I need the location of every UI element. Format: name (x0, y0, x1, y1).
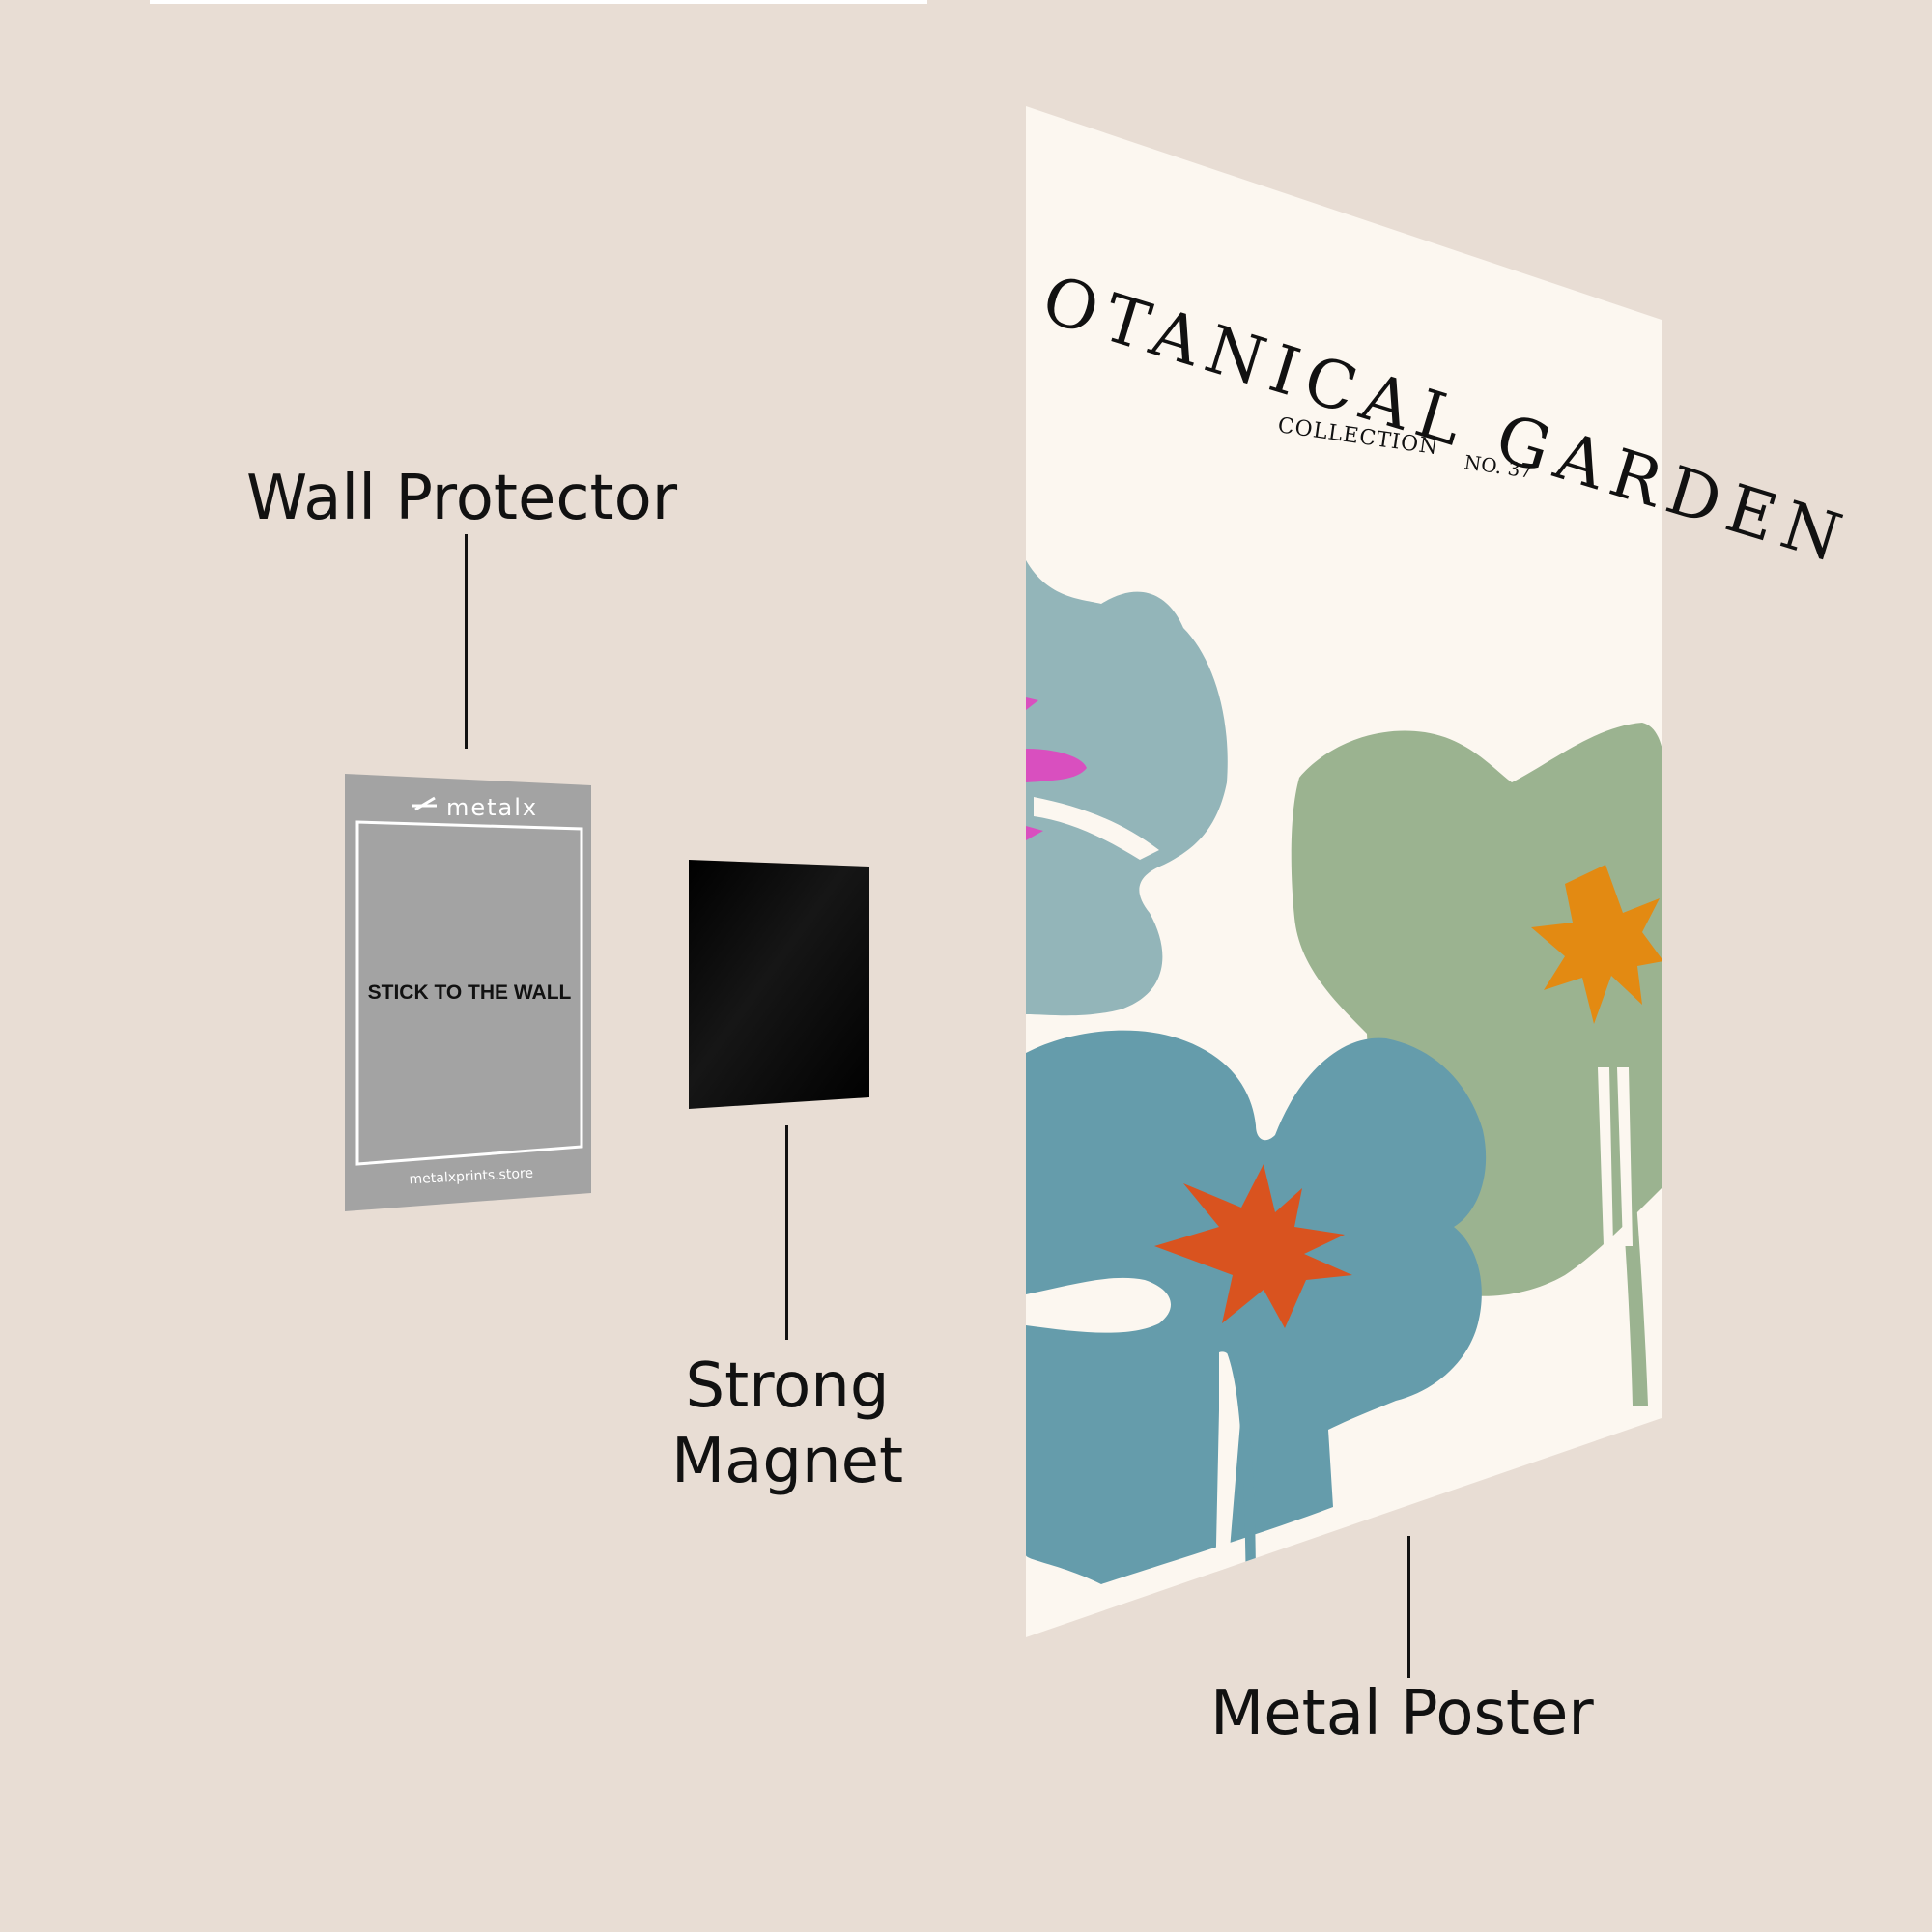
wall-protector-brand: metalx (446, 794, 538, 821)
metalx-logo-icon (412, 796, 437, 811)
red-flower-center (1154, 1164, 1352, 1328)
wall-protector-leader-line (465, 534, 468, 749)
blue-flower-petals (1026, 1030, 1487, 1584)
metal-poster: OTANICAL GARDEN COLLECTION NO. 37 (1026, 106, 1859, 1637)
top-edge-strip (150, 0, 927, 4)
wall-protector-card: metalx STICK TO THE WALL metalxprints.st… (345, 774, 591, 1211)
metal-poster-label: Metal Poster (1210, 1678, 1594, 1749)
poster-artwork (1026, 560, 1662, 1594)
wall-protector-plate (345, 774, 591, 1211)
stick-to-wall-text: STICK TO THE WALL (368, 981, 572, 1004)
metal-poster-leader-line (1407, 1536, 1410, 1678)
strong-magnet-leader-line (785, 1125, 788, 1340)
orange-flower-center (1531, 865, 1662, 1024)
pink-accent-shape (1026, 697, 1087, 840)
wall-protector-inner-border (355, 820, 583, 1166)
green-flower-stem-gap (1598, 1067, 1633, 1246)
strong-magnet-label: Strong Magnet (628, 1349, 947, 1499)
strong-magnet-label-line2: Magnet (670, 1426, 904, 1497)
blue-flower-stem (1227, 1348, 1256, 1594)
strong-magnet-square (689, 860, 869, 1109)
light-blue-flower-petals (1026, 560, 1228, 1016)
wall-protector-label: Wall Protector (246, 463, 678, 534)
light-blue-flower-gap (1034, 797, 1159, 860)
blue-flower-gap (1026, 1277, 1241, 1589)
strong-magnet-label-line1: Strong (685, 1350, 890, 1422)
wall-protector-website: metalxprints.store (409, 1166, 533, 1188)
